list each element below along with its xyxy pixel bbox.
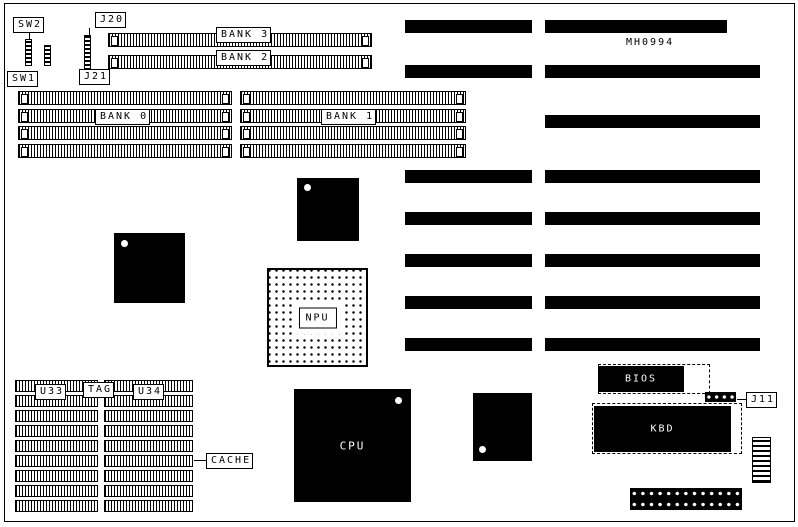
- expansion-slot-right-1: [545, 20, 727, 33]
- kbd-label: KBD: [650, 423, 675, 435]
- jumper-j11: [705, 392, 736, 402]
- label-bank3: BANK 3: [216, 27, 272, 43]
- cache-chip: [15, 410, 98, 422]
- cache-chip: [104, 455, 193, 467]
- switch-sw1: [44, 45, 51, 66]
- cache-chip: [104, 425, 193, 437]
- qfp-chip-center: [297, 178, 359, 241]
- label-bank2: BANK 2: [216, 50, 272, 66]
- expansion-slot-right-2: [545, 65, 760, 78]
- cache-chip: [15, 440, 98, 452]
- cache-chip: [104, 440, 193, 452]
- pin1-dot: [121, 240, 128, 247]
- leader-line-cache: [194, 460, 206, 461]
- cache-chip: [15, 485, 98, 497]
- pin-header-bottom: [630, 488, 742, 510]
- cpu-chip: CPU: [294, 389, 411, 502]
- pin1-dot: [395, 397, 402, 404]
- label-sw2: SW2: [13, 17, 45, 33]
- simm-socket-bank0-1: [18, 91, 232, 105]
- npu-label: NPU: [298, 307, 337, 328]
- expansion-slot-left-5: [405, 254, 532, 267]
- board-part-number: MH0994: [626, 37, 675, 48]
- simm-socket-bank0-4: [18, 144, 232, 158]
- kbd-chip: KBD: [594, 406, 731, 452]
- simm-socket-bank0-3: [18, 126, 232, 140]
- leader-line-sw2: [29, 33, 30, 39]
- expansion-slot-left-6: [405, 296, 532, 309]
- npu-socket: NPU: [267, 268, 368, 367]
- expansion-slot-right-5: [545, 212, 760, 225]
- cache-chip: [15, 470, 98, 482]
- label-cache: CACHE: [206, 453, 254, 469]
- simm-socket-bank1-3: [240, 126, 466, 140]
- leader-line-j20: [89, 28, 90, 35]
- label-bank0: BANK 0: [95, 109, 151, 125]
- cache-chip: [15, 455, 98, 467]
- cache-chip: [104, 470, 193, 482]
- cache-chip: [15, 500, 98, 512]
- edge-connector-right: [752, 437, 771, 483]
- jumper-j20-j21: [84, 35, 91, 69]
- expansion-slot-left-1: [405, 20, 532, 33]
- label-tag: TAG: [83, 382, 115, 398]
- expansion-slot-left-3: [405, 170, 532, 183]
- expansion-slot-right-3: [545, 115, 760, 128]
- expansion-slot-right-6: [545, 254, 760, 267]
- expansion-slot-left-7: [405, 338, 532, 351]
- label-u34: U34: [133, 384, 165, 400]
- expansion-slot-left-2: [405, 65, 532, 78]
- label-u33: U33: [35, 384, 67, 400]
- pin1-dot: [479, 446, 486, 453]
- simm-socket-bank1-4: [240, 144, 466, 158]
- bios-label: BIOS: [624, 373, 658, 385]
- cache-chip: [104, 500, 193, 512]
- bios-chip: BIOS: [598, 366, 684, 392]
- switch-sw2: [25, 39, 32, 66]
- expansion-slot-right-7: [545, 296, 760, 309]
- cache-chip: [104, 485, 193, 497]
- qfp-chip-left: [114, 233, 185, 303]
- cache-chip: [104, 410, 193, 422]
- expansion-slot-right-8: [545, 338, 760, 351]
- simm-socket-bank1-1: [240, 91, 466, 105]
- label-j11: J11: [746, 392, 778, 408]
- kbd-socket-outline: [592, 403, 742, 454]
- cpu-label: CPU: [339, 439, 366, 452]
- pin1-dot: [304, 184, 311, 191]
- expansion-slot-right-4: [545, 170, 760, 183]
- expansion-slot-left-4: [405, 212, 532, 225]
- label-sw1: SW1: [7, 71, 39, 87]
- label-j21: J21: [79, 69, 111, 85]
- label-bank1: BANK 1: [321, 109, 377, 125]
- leader-line-j11: [737, 399, 746, 400]
- cache-chip: [15, 425, 98, 437]
- label-j20: J20: [95, 12, 127, 28]
- diagram-border: [4, 3, 795, 522]
- qfp-chip-right: [473, 393, 532, 461]
